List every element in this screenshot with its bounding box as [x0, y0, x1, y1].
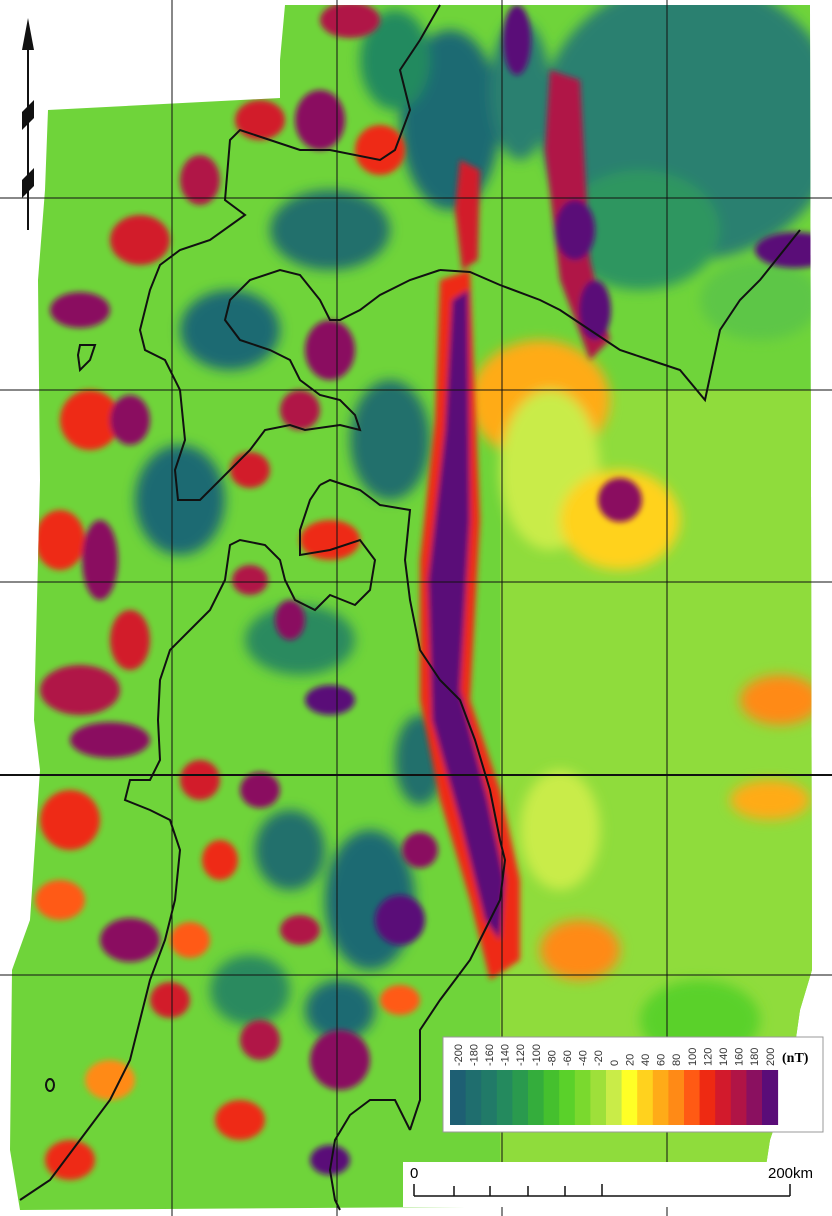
legend-swatch — [621, 1070, 638, 1125]
legend-swatches — [450, 1070, 779, 1125]
legend-tick-label: -40 — [578, 1050, 590, 1066]
legend-tick-label: 160 — [734, 1048, 746, 1066]
legend-swatch — [465, 1070, 482, 1125]
scale-start-label: 0 — [410, 1165, 418, 1182]
legend-swatch — [699, 1070, 716, 1125]
legend-swatch — [528, 1070, 545, 1125]
coastlines — [19, 4, 801, 1211]
legend-tick-label: -20 — [593, 1050, 605, 1066]
north-arrow-icon — [22, 18, 34, 230]
legend-tick-label: 60 — [656, 1054, 668, 1066]
legend-swatch — [481, 1070, 498, 1125]
scale-end-label: 200km — [768, 1165, 813, 1182]
legend-tick-label: -160 — [484, 1044, 496, 1066]
legend-swatch — [715, 1070, 732, 1125]
legend-swatch — [746, 1070, 763, 1125]
legend-tick-label: 100 — [687, 1048, 699, 1066]
legend-swatch — [684, 1070, 701, 1125]
legend-tick-label: -80 — [546, 1050, 558, 1066]
legend-tick-label: -180 — [468, 1044, 480, 1066]
legend-tick-label: 140 — [718, 1048, 730, 1066]
legend-tick-label: -140 — [500, 1044, 512, 1066]
legend-swatch — [730, 1070, 747, 1125]
legend-swatch — [559, 1070, 576, 1125]
legend-tick-label: -100 — [531, 1044, 543, 1066]
legend-swatch — [652, 1070, 669, 1125]
legend-tick-label: 0 — [609, 1060, 621, 1066]
legend-tick-label: -60 — [562, 1050, 574, 1066]
legend-tick-label: 80 — [671, 1054, 683, 1066]
legend-swatch — [668, 1070, 685, 1125]
legend-swatch — [762, 1070, 779, 1125]
legend-swatch — [637, 1070, 654, 1125]
legend-tick-label: 120 — [702, 1048, 714, 1066]
legend-tick-label: 200 — [765, 1048, 777, 1066]
legend-swatch — [574, 1070, 591, 1125]
legend-swatch — [450, 1070, 467, 1125]
legend-swatch — [543, 1070, 560, 1125]
scale-bar: 0 200km — [403, 1162, 823, 1207]
legend-swatch — [606, 1070, 623, 1125]
legend-swatch — [590, 1070, 607, 1125]
legend-tick-label: -200 — [453, 1044, 465, 1066]
legend-tick-label: -120 — [515, 1044, 527, 1066]
legend-tick-label: 20 — [624, 1054, 636, 1066]
legend-unit: (nT) — [782, 1051, 809, 1066]
legend-swatch — [512, 1070, 529, 1125]
legend-tick-label: 40 — [640, 1054, 652, 1066]
legend-tick-label: 180 — [749, 1048, 761, 1066]
legend-swatch — [496, 1070, 513, 1125]
